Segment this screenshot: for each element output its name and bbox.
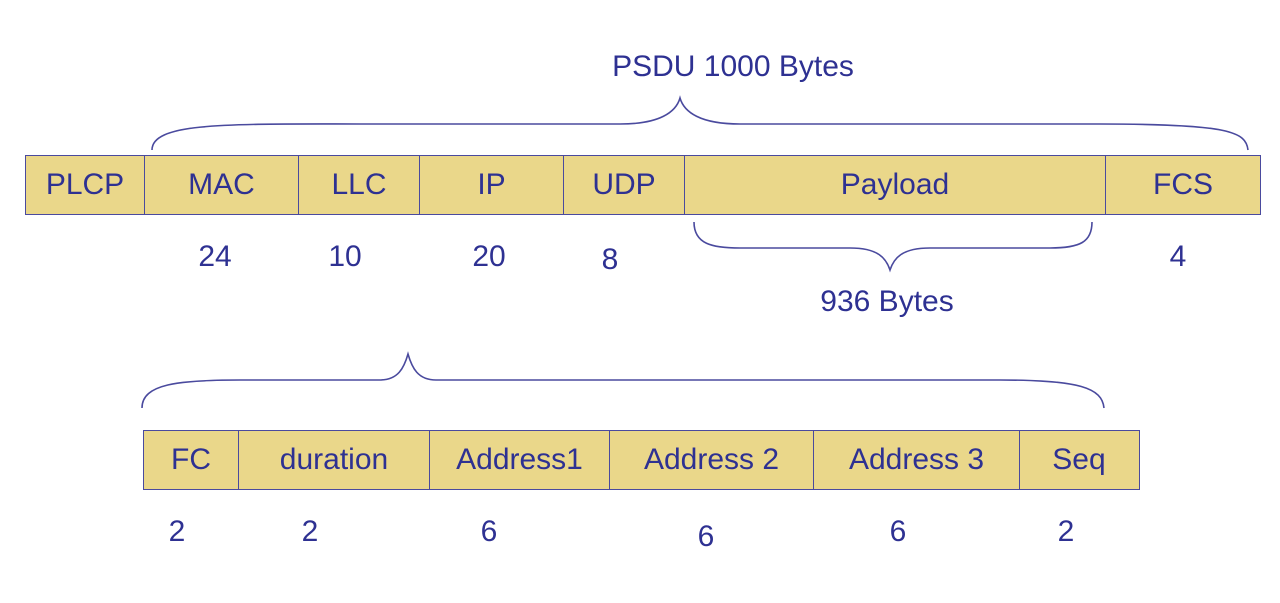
- field-plcp: PLCP: [25, 155, 145, 215]
- psdu-title: PSDU 1000 Bytes: [612, 50, 854, 83]
- field-llc: LLC: [298, 155, 420, 215]
- field-udp: UDP: [563, 155, 685, 215]
- field-payload: Payload: [683, 155, 1107, 215]
- mac-header-row: FC duration Address1 Address 2 Address 3…: [143, 430, 1140, 490]
- size-address1: 6: [480, 515, 498, 548]
- size-address3: 6: [889, 515, 907, 548]
- field-address2: Address 2: [608, 430, 815, 490]
- field-address3: Address 3: [813, 430, 1020, 490]
- psdu-brace: [151, 95, 1249, 151]
- size-llc: 10: [328, 240, 362, 273]
- size-mac: 24: [198, 240, 232, 273]
- field-fc: FC: [143, 430, 239, 490]
- payload-size-note: 936 Bytes: [820, 285, 954, 318]
- field-seq: Seq: [1018, 430, 1140, 490]
- size-udp: 8: [601, 243, 619, 276]
- mac-header-brace: [141, 351, 1105, 409]
- size-fc: 2: [168, 515, 186, 548]
- size-duration: 2: [301, 515, 319, 548]
- size-address2: 6: [697, 520, 715, 553]
- field-mac: MAC: [143, 155, 300, 215]
- size-seq: 2: [1057, 515, 1075, 548]
- field-fcs: FCS: [1105, 155, 1261, 215]
- field-ip: IP: [418, 155, 565, 215]
- size-fcs: 4: [1169, 240, 1187, 273]
- field-duration: duration: [237, 430, 431, 490]
- top-frame-row: PLCP MAC LLC IP UDP Payload FCS: [25, 155, 1261, 215]
- size-ip: 20: [472, 240, 506, 273]
- field-address1: Address1: [429, 430, 610, 490]
- payload-brace: [693, 221, 1093, 273]
